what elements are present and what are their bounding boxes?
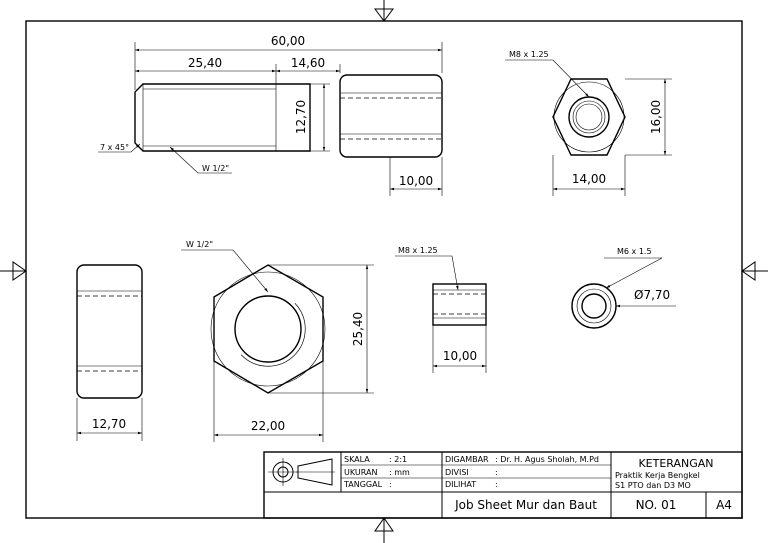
- tanggal-value: :: [389, 480, 392, 489]
- small-nut-side-thread-label: M8 x 1.25: [398, 246, 438, 255]
- digambar-label: DIGAMBAR: [445, 455, 489, 464]
- dim-washer-diameter: Ø7,70: [634, 288, 670, 302]
- divisi-value: :: [495, 468, 498, 477]
- large-nut-thread-label: W 1/2": [186, 240, 213, 249]
- paper-size: A4: [716, 498, 732, 512]
- ukuran-value: : mm: [389, 468, 410, 477]
- washer-top-view: [571, 257, 676, 329]
- title-block: [263, 451, 743, 519]
- ukuran-label: UKURAN: [344, 468, 377, 477]
- dim-thread-length: 25,40: [188, 56, 222, 70]
- large-nut-top-view: [181, 249, 374, 442]
- dilihat-value: :: [495, 480, 498, 489]
- dilihat-label: DILIHAT: [445, 480, 476, 489]
- small-nut-thread-label: M8 x 1.25: [509, 50, 549, 59]
- keterangan-line-2: S1 PTO dan D3 MO: [615, 481, 691, 490]
- washer-thread-label: M6 x 1.5: [617, 247, 652, 256]
- keterangan-title: KETERANGAN: [638, 457, 713, 470]
- dim-large-nut-thickness: 12,70: [92, 417, 126, 431]
- digambar-value: : Dr. H. Agus Sholah, M.Pd: [495, 455, 599, 464]
- skala-value: : 2:1: [389, 455, 407, 464]
- dim-large-nut-width: 22,00: [251, 419, 285, 433]
- divisi-label: DIVISI: [445, 468, 469, 477]
- dim-shank-height: 12,70: [294, 100, 308, 134]
- small-nut-top-view: [505, 59, 672, 196]
- bolt-side-view: [98, 42, 443, 196]
- sheet-number: NO. 01: [636, 498, 677, 512]
- tanggal-label: TANGGAL: [343, 480, 383, 489]
- dim-small-nut-height: 16,00: [649, 100, 663, 134]
- small-nut-side-view: [395, 255, 487, 373]
- sheet-title: Job Sheet Mur dan Baut: [454, 498, 597, 512]
- projection-symbol-icon: [268, 458, 335, 486]
- skala-label: SKALA: [344, 455, 370, 464]
- chamfer-label: 7 x 45°: [100, 143, 129, 152]
- dim-small-nut-width: 14,00: [572, 172, 606, 186]
- keterangan-line-1: Praktik Kerja Bengkel: [615, 471, 700, 480]
- large-nut-side-view: [76, 264, 143, 441]
- dim-head-length: 10,00: [399, 174, 433, 188]
- dim-shank-length: 14,60: [291, 56, 325, 70]
- sheet-border: [25, 20, 743, 519]
- dim-large-nut-height: 25,40: [351, 312, 365, 346]
- dim-small-nut-thickness: 10,00: [443, 349, 477, 363]
- bolt-thread-label: W 1/2": [202, 164, 229, 173]
- dim-overall-length: 60,00: [271, 34, 305, 48]
